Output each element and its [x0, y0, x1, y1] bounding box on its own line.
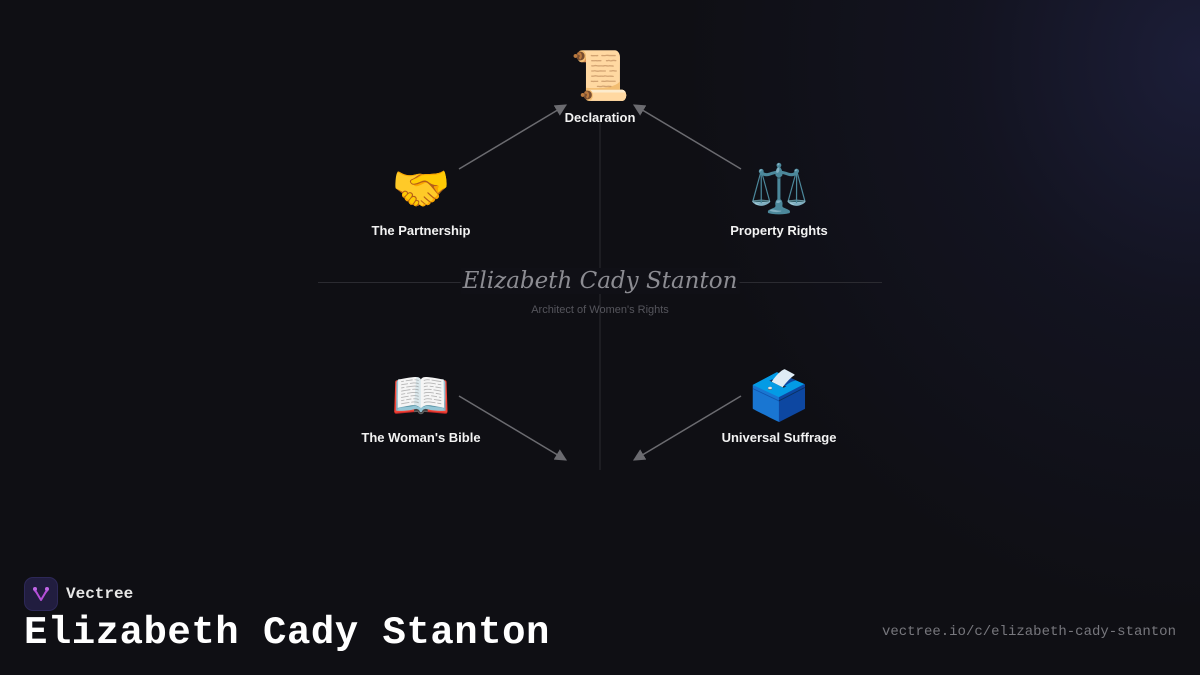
node-partnership[interactable]: 🤝 The Partnership	[372, 161, 471, 238]
edge-womans-bible-to-center	[458, 395, 568, 461]
center-subtitle: Architect of Women's Rights	[531, 304, 669, 316]
brand-name: Vectree	[66, 585, 134, 603]
edge-property-rights-to-declaration	[632, 104, 742, 170]
vectree-logo-icon	[24, 577, 58, 611]
node-womans-bible[interactable]: 📖 The Woman's Bible	[361, 368, 480, 445]
page-title: Elizabeth Cady Stanton	[24, 611, 550, 655]
ballot-box-icon: 🗳️	[749, 368, 809, 424]
node-property-rights[interactable]: ⚖️ Property Rights	[730, 161, 828, 238]
node-label: Declaration	[564, 110, 636, 125]
edge-universal-suffrage-to-center	[632, 395, 742, 461]
page-url-link[interactable]: vectree.io/c/elizabeth-cady-stanton	[881, 624, 1176, 640]
handshake-icon: 🤝	[391, 161, 451, 217]
brand[interactable]: Vectree	[24, 577, 133, 611]
node-label: Universal Suffrage	[721, 430, 837, 445]
balance-scale-icon: ⚖️	[749, 161, 809, 217]
node-label: The Woman's Bible	[361, 430, 481, 445]
center-title: Elizabeth Cady Stanton	[460, 268, 740, 294]
node-universal-suffrage[interactable]: 🗳️ Universal Suffrage	[722, 368, 837, 445]
scroll-icon: 📜	[570, 48, 630, 104]
node-label: Property Rights	[730, 223, 828, 238]
open-book-icon: 📖	[391, 368, 451, 424]
edge-partnership-to-declaration	[458, 104, 568, 170]
node-label: The Partnership	[371, 223, 471, 238]
node-declaration[interactable]: 📜 Declaration	[565, 48, 636, 125]
